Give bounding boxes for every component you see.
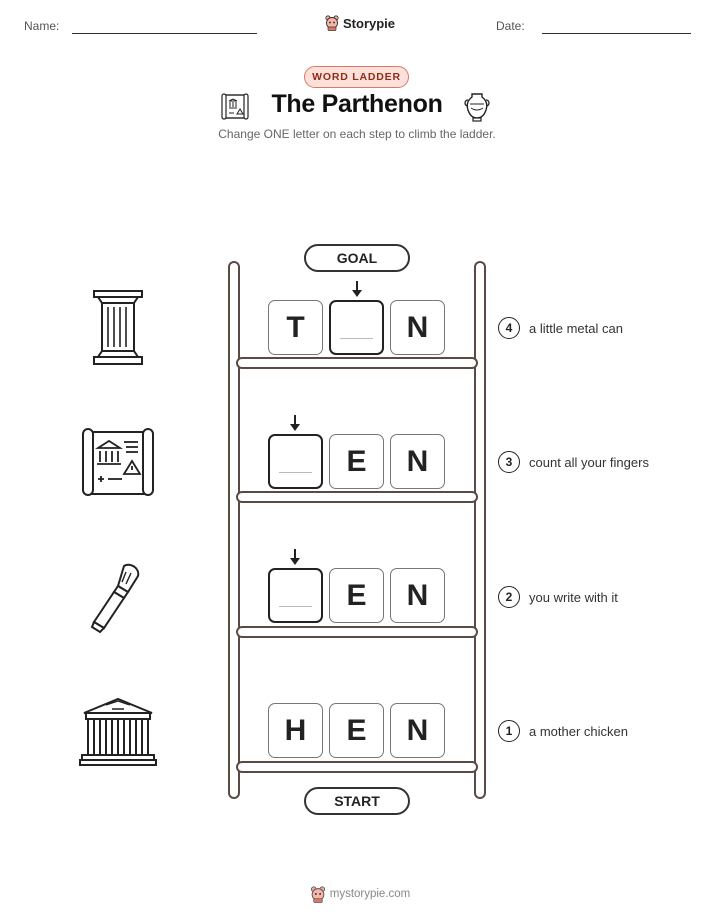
down-arrow-icon (352, 281, 362, 297)
clue-step-4: 4 a little metal can (498, 317, 623, 339)
clue-step-1: 1 a mother chicken (498, 720, 628, 742)
date-label: Date: (496, 19, 525, 33)
blueprint-scroll-icon (82, 428, 154, 496)
storypie-mascot-icon (325, 15, 339, 31)
clue-text: count all your fingers (529, 454, 649, 470)
brand-logo: Storypie (325, 14, 395, 32)
step-number: 1 (498, 720, 520, 742)
blank-writing-line (279, 472, 312, 473)
clue-text: you write with it (529, 589, 618, 605)
blank-letter-tile[interactable] (268, 568, 323, 623)
blank-letter-tile[interactable] (329, 300, 384, 355)
name-line[interactable] (72, 33, 257, 34)
goal-label: GOAL (304, 244, 410, 272)
clue-text: a little metal can (529, 320, 623, 336)
blank-writing-line (340, 338, 373, 339)
step-number: 4 (498, 317, 520, 339)
date-line[interactable] (542, 33, 691, 34)
letter-tile: T (268, 300, 323, 355)
letter-tile: N (390, 568, 445, 623)
down-arrow-icon (290, 415, 300, 431)
brand-name: Storypie (343, 15, 396, 31)
footer-site[interactable]: mystorypie.com (329, 888, 411, 900)
worksheet-type-badge: WORD LADDER (304, 66, 409, 88)
instructions: Change ONE letter on each step to climb … (218, 127, 496, 141)
start-label: START (304, 787, 410, 815)
letter-tile: N (390, 434, 445, 489)
chisel-icon (90, 563, 140, 634)
letter-tile: N (390, 703, 445, 758)
blank-letter-tile[interactable] (268, 434, 323, 489)
clue-step-3: 3 count all your fingers (498, 451, 649, 473)
clue-text: a mother chicken (529, 723, 628, 739)
storypie-mascot-icon (310, 885, 325, 903)
blank-writing-line (279, 606, 312, 607)
down-arrow-icon (290, 549, 300, 565)
blueprint-scroll-small-icon (221, 93, 249, 120)
letter-tile: E (329, 568, 384, 623)
footer: mystorypie.com (300, 884, 420, 904)
parthenon-temple-icon (79, 697, 157, 766)
page-title: The Parthenon (271, 90, 443, 118)
step-number: 3 (498, 451, 520, 473)
greek-vase-icon (464, 93, 490, 122)
letter-tile: E (329, 703, 384, 758)
clue-step-2: 2 you write with it (498, 586, 618, 608)
name-label: Name: (24, 19, 60, 33)
step-number: 2 (498, 586, 520, 608)
letter-tile: E (329, 434, 384, 489)
letter-tile: N (390, 300, 445, 355)
letter-tile: H (268, 703, 323, 758)
column-icon (93, 290, 143, 365)
